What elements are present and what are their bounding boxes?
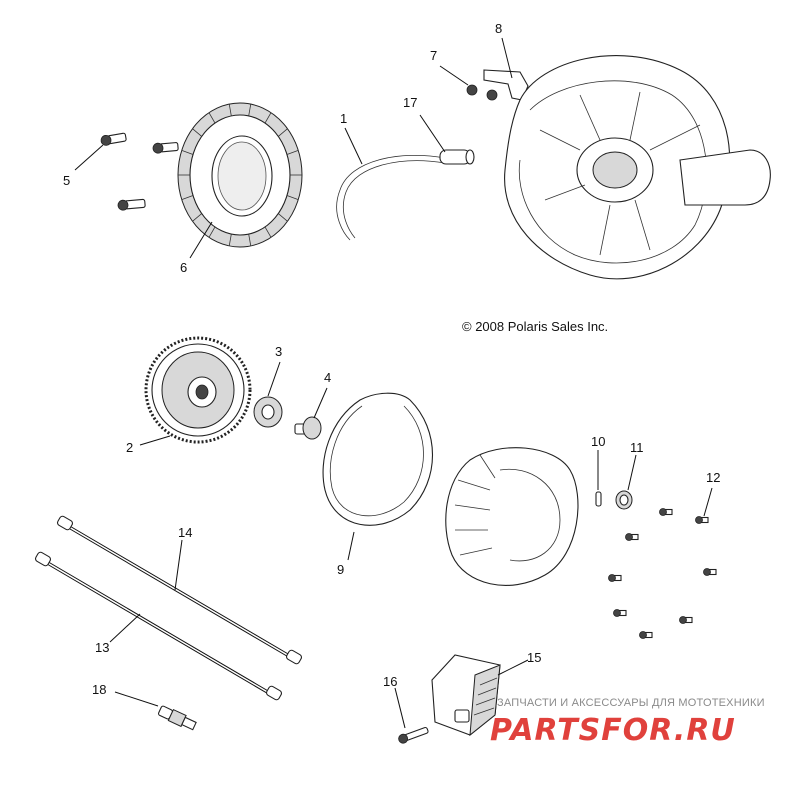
- watermark: ЗАПЧАСТИ И АКСЕССУАРЫ ДЛЯ МОТОТЕХНИКИ PA…: [490, 697, 765, 748]
- stator-tooth: [248, 104, 252, 116]
- watermark-tagline: ЗАПЧАСТИ И АКСЕССУАРЫ ДЛЯ МОТОТЕХНИКИ: [497, 697, 765, 709]
- callout-11: 11: [630, 440, 644, 455]
- callout-10: 10: [591, 434, 605, 449]
- callout-1: 1: [340, 111, 347, 126]
- drive-gear-part: [294, 416, 322, 440]
- stator-tooth: [192, 128, 202, 137]
- sensor-part: [157, 705, 197, 731]
- callout-7: 7: [430, 48, 437, 63]
- stator-tooth: [286, 149, 299, 155]
- dowel-pin-part: [595, 491, 602, 507]
- watermark-brand: PARTSFOR.RU: [490, 713, 736, 748]
- stator-tooth: [181, 195, 194, 201]
- engine-housing-part: [504, 55, 771, 280]
- cover-bolt: [613, 609, 627, 617]
- stator-cover-part: [445, 447, 579, 586]
- cables-part: [34, 515, 303, 701]
- cover-bolt: [679, 616, 693, 624]
- cover-bolt: [639, 631, 653, 639]
- stator-tooth: [264, 226, 272, 238]
- cover-bolt: [625, 533, 639, 541]
- callout-9: 9: [337, 562, 344, 577]
- callout-16: 16: [383, 674, 397, 689]
- stator-tooth: [208, 226, 216, 238]
- callout-12: 12: [706, 470, 720, 485]
- callout-8: 8: [495, 21, 502, 36]
- callout-6: 6: [180, 260, 187, 275]
- starter-gear-part: [253, 396, 283, 428]
- callout-2: 2: [126, 440, 133, 455]
- leader-lines: [74, 37, 713, 729]
- callout-18: 18: [92, 682, 106, 697]
- stator-tooth: [192, 213, 202, 222]
- bracket-bolts: [466, 69, 529, 101]
- cover-bolt: [703, 568, 717, 576]
- regulator-bolt: [398, 726, 429, 744]
- stator-part: [177, 102, 303, 248]
- stator-tooth: [228, 234, 232, 246]
- cover-bolt: [608, 574, 622, 582]
- stator-tooth: [286, 195, 299, 201]
- callout-13: 13: [95, 640, 109, 655]
- regulator-part: [431, 654, 501, 737]
- stator-tooth: [228, 104, 232, 116]
- stator-bolts: [100, 132, 179, 211]
- stator-tooth: [278, 128, 288, 137]
- wire-grommet-part: [336, 155, 446, 241]
- plug-part: [615, 490, 633, 510]
- stator-tooth: [208, 112, 216, 124]
- callout-17: 17: [403, 95, 417, 110]
- cover-bolt: [695, 516, 709, 524]
- stator-tooth: [248, 234, 252, 246]
- stator-tooth: [181, 149, 194, 155]
- cover-bolt: [659, 508, 673, 516]
- callout-15: 15: [527, 650, 541, 665]
- gasket-part: [322, 392, 434, 526]
- callout-labels: 1 2 3 4 5 6 7 8 9 10 11 12 13 14 15 16 1…: [63, 21, 720, 697]
- callout-4: 4: [324, 370, 331, 385]
- callout-5: 5: [63, 173, 70, 188]
- stator-tooth: [278, 213, 288, 222]
- callout-14: 14: [178, 525, 192, 540]
- cover-bolts: [608, 508, 717, 639]
- copyright-notice: © 2008 Polaris Sales Inc.: [462, 319, 608, 334]
- grommet-part: [439, 149, 475, 165]
- stator-tooth: [264, 112, 272, 124]
- flywheel-part: [144, 336, 252, 444]
- callout-3: 3: [275, 344, 282, 359]
